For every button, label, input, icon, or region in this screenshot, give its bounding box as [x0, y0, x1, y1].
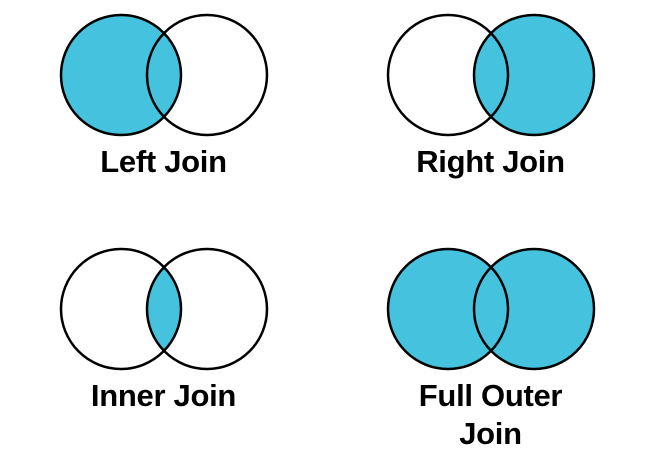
left-circle-fill: [60, 249, 181, 369]
left-circle-fill: [387, 15, 508, 135]
venn-diagram-full-outer-join: [386, 246, 596, 376]
join-label-left-join: Left Join: [100, 144, 227, 179]
right-circle-outline: [145, 13, 268, 137]
join-label-right-join: Right Join: [416, 144, 565, 179]
right-circle-outline: [472, 247, 595, 371]
join-cell-right-join: Right Join: [327, 0, 654, 237]
join-label-full-outer-join: Full Outer Join: [418, 378, 563, 451]
left-circle-fill: [60, 15, 181, 135]
join-label-inner-join: Inner Join: [90, 378, 237, 413]
right-circle-fill: [473, 249, 594, 369]
left-circle-outline: [386, 247, 509, 371]
right-circle-fill: [473, 15, 594, 135]
right-circle-fill: [146, 249, 267, 369]
venn-diagram-right-join: [386, 12, 596, 142]
join-cell-full-outer-join: Full Outer Join: [327, 228, 654, 465]
left-circle-fill: [387, 249, 508, 369]
join-cell-inner-join: Inner Join: [0, 228, 327, 465]
join-cell-left-join: Left Join: [0, 0, 327, 237]
right-circle-fill: [146, 15, 267, 135]
left-circle-outline: [386, 13, 509, 137]
right-circle-outline: [472, 13, 595, 137]
left-circle-outline: [59, 247, 182, 371]
left-circle-outline: [59, 13, 182, 137]
venn-diagram-left-join: [59, 12, 269, 142]
right-circle-outline: [145, 247, 268, 371]
venn-diagram-inner-join: [59, 246, 269, 376]
